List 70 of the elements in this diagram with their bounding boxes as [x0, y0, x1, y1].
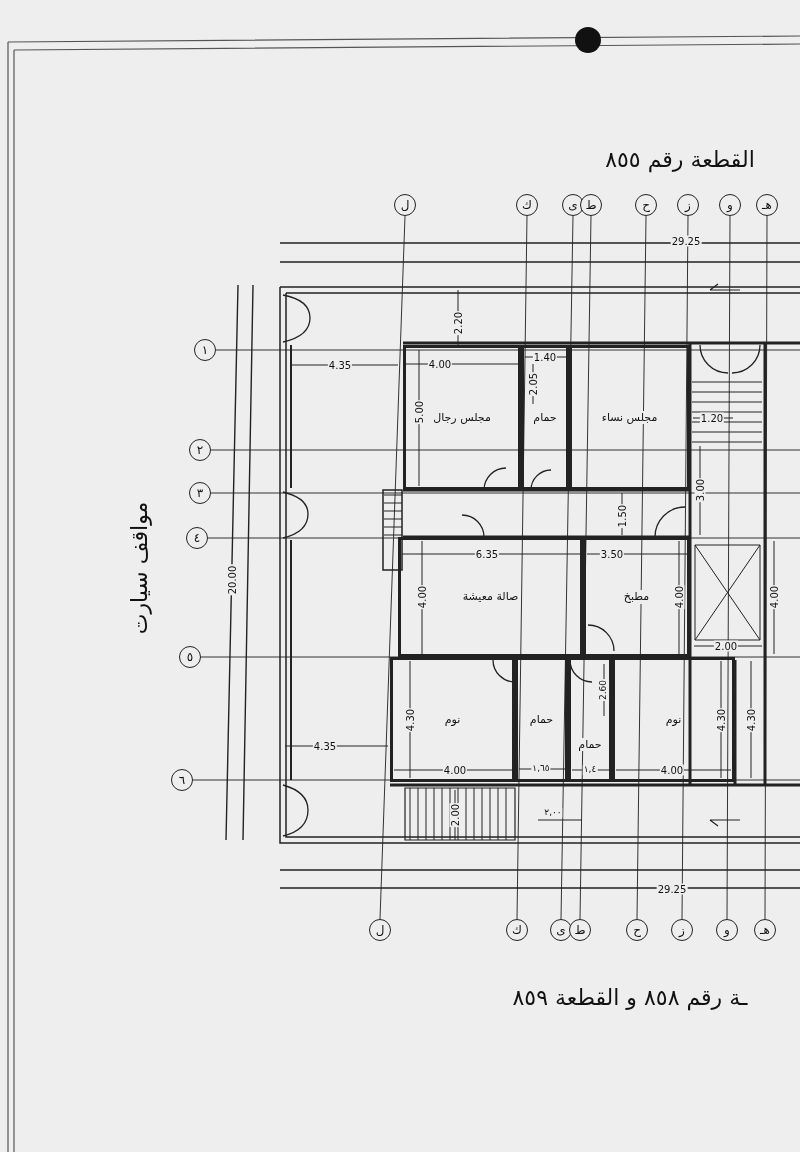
dimension-text: 2.60 — [599, 679, 609, 701]
plot-number-title: القطعة رقم ٨٥٥ — [604, 147, 756, 173]
room-outline — [390, 657, 515, 782]
grid-bubble: هـ — [754, 919, 776, 941]
dimension-text: 2.00 — [713, 640, 739, 652]
room-outline — [569, 345, 690, 490]
grid-bubble: ى — [550, 919, 572, 941]
room-outline — [568, 657, 612, 782]
room-name: مجلس نساء — [599, 410, 660, 425]
grid-bubble: ل — [369, 919, 391, 941]
room-name: صالة معيشة — [460, 590, 521, 604]
grid-bubble: ٤ — [186, 527, 208, 549]
grid-bubble: هـ — [756, 194, 778, 216]
room-name: حمام — [531, 410, 559, 425]
dimension-text: 29.25 — [656, 883, 688, 895]
room-name: مطبخ — [621, 590, 652, 604]
room-outline — [515, 657, 568, 782]
dimension-text: 4.35 — [327, 359, 353, 371]
grid-bubble: ك — [516, 194, 538, 216]
dimension-text: 20.00 — [226, 564, 238, 596]
dimension-text: 4.00 — [427, 358, 453, 370]
dimension-text: 4.30 — [715, 707, 727, 733]
dimension-text: 4.30 — [745, 707, 757, 733]
dimension-text: 4.00 — [442, 764, 468, 776]
room-outline — [583, 537, 690, 657]
dimension-text: ١,٤ — [582, 765, 598, 775]
dimension-text: 4.35 — [312, 740, 338, 752]
plot-number-title: ـة رقم ٨٥٨ و القطعة ٨٥٩ — [511, 985, 749, 1011]
grid-bubble: ٥ — [179, 646, 201, 668]
parking-label: مواقف سيارت — [127, 500, 153, 636]
grid-bubble: ى — [562, 194, 584, 216]
room-outline — [403, 345, 521, 490]
dimension-text: 4.00 — [659, 764, 685, 776]
dimension-text: 3.50 — [599, 548, 625, 560]
grid-bubble: و — [716, 919, 738, 941]
room-outline — [398, 537, 583, 657]
grid-bubble: ٢ — [189, 439, 211, 461]
grid-bubble: و — [719, 194, 741, 216]
room-outline — [612, 657, 735, 782]
dimension-text: 1.20 — [699, 412, 725, 424]
room-name: مجلس رجال — [431, 410, 493, 425]
dimension-text: 1.40 — [532, 351, 558, 363]
dimension-text: 1.50 — [616, 503, 628, 529]
dimension-text: 4.00 — [673, 584, 685, 610]
dimension-text: 3.00 — [694, 477, 706, 503]
grid-bubble: ح — [626, 919, 648, 941]
grid-bubble: ط — [569, 919, 591, 941]
dimension-text: 2.00 — [449, 802, 461, 828]
dimension-text: 4.00 — [416, 584, 428, 610]
grid-bubble: ٦ — [171, 769, 193, 791]
grid-bubble: ز — [677, 194, 699, 216]
grid-bubble: ك — [506, 919, 528, 941]
room-outline — [521, 345, 569, 490]
grid-bubble: ط — [580, 194, 602, 216]
dimension-text: 4.30 — [404, 707, 416, 733]
dimension-text: 29.25 — [670, 235, 702, 247]
grid-bubble: ح — [635, 194, 657, 216]
grid-bubble: ١ — [194, 339, 216, 361]
dimension-text: ١,٦٥ — [531, 764, 551, 774]
dimension-text: 4.00 — [768, 584, 780, 610]
grid-bubble: ٣ — [189, 482, 211, 504]
grid-bubble: ز — [671, 919, 693, 941]
grid-bubble: ل — [394, 194, 416, 216]
room-name: حمام — [576, 737, 604, 751]
dimension-text: 2.05 — [527, 371, 539, 397]
dimension-text: 2.20 — [452, 310, 464, 336]
dimension-text: 5.00 — [413, 399, 425, 425]
dimension-text: 6.35 — [474, 548, 500, 560]
level-mark: ٢,٠٠ — [543, 808, 563, 818]
room-name: حمام — [527, 712, 556, 727]
